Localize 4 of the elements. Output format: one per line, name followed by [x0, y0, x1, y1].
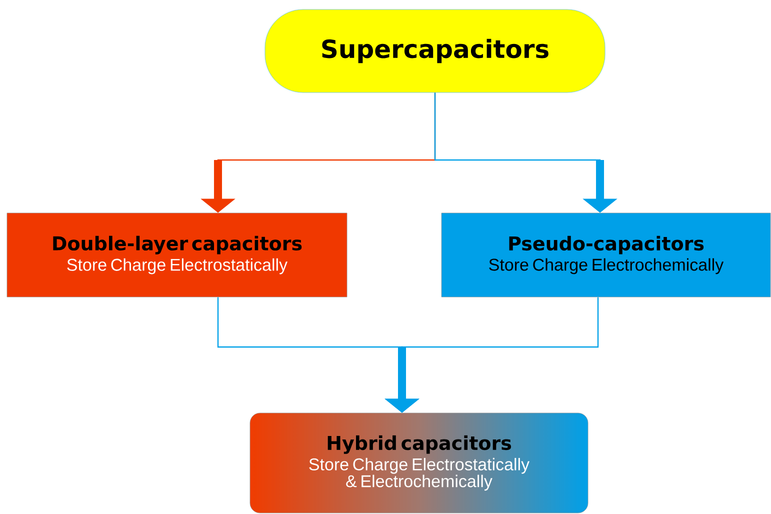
process-box: Hybrid capacitors Store Charge Electrostatically & Electrochemically — [250, 412, 588, 514]
process-box: Double-layer capacitors Store Charge Electrostatically — [6, 212, 348, 298]
process-box: Pseudo-capacitors Store Charge Electrochemically — [441, 212, 771, 298]
title-box: Supercapacitors — [264, 9, 606, 93]
